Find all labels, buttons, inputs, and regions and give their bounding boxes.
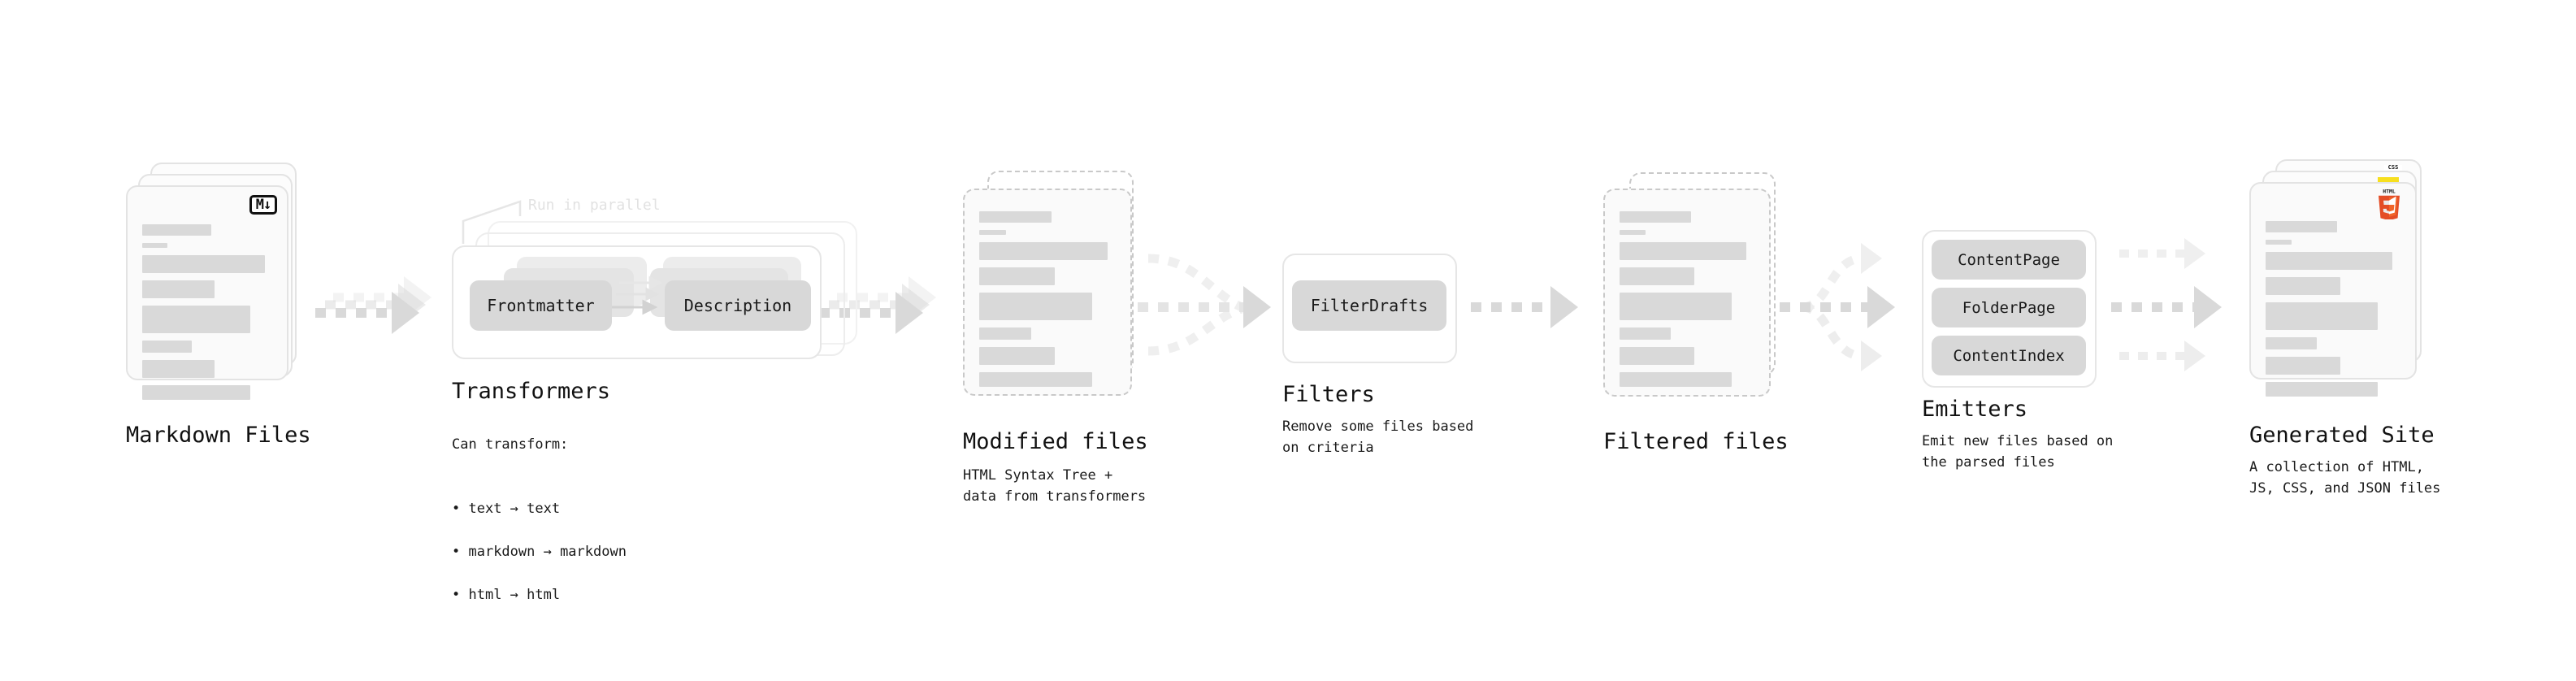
transformers-bullet: markdown → markdown — [452, 541, 626, 562]
svg-text:HTML: HTML — [2383, 189, 2396, 195]
doc-line — [1620, 211, 1692, 223]
connector-filters-to-filtered — [1471, 286, 1578, 328]
chip-folderpage[interactable]: FolderPage — [1932, 288, 2086, 327]
doc-line — [142, 243, 168, 248]
doc-line — [1620, 293, 1732, 320]
stage-title-filtered-files: Filtered files — [1603, 429, 1789, 454]
doc-line — [2266, 221, 2338, 232]
doc-line — [142, 360, 215, 378]
doc-line — [979, 293, 1093, 320]
stage-title-modified-files: Modified files — [963, 429, 1148, 454]
stage-title-generated-site: Generated Site — [2249, 423, 2435, 448]
doc-card-front: M↓ — [126, 185, 288, 400]
doc-line — [142, 280, 215, 298]
doc-line — [2266, 252, 2393, 270]
doc-content-lines — [979, 211, 1119, 394]
transformers-desc-heading: Can transform: — [452, 436, 569, 453]
connector-emitters-to-site — [2111, 238, 2222, 371]
doc-line — [1620, 230, 1646, 235]
doc-line — [979, 242, 1108, 260]
stage-title-emitters: Emitters — [1922, 397, 2028, 422]
stage-title-filters: Filters — [1282, 382, 1375, 407]
transformers-bullet: text → text — [452, 498, 627, 519]
doc-line — [142, 340, 192, 353]
doc-line — [2266, 277, 2340, 295]
doc-card-front: HTML — [2249, 182, 2417, 397]
doc-line — [1620, 347, 1694, 365]
doc-content-lines — [142, 224, 275, 407]
doc-line — [142, 224, 212, 236]
doc-line — [2266, 382, 2378, 397]
stage-title-markdown-files: Markdown Files — [126, 423, 311, 448]
doc-line — [142, 385, 250, 400]
doc-line — [142, 306, 250, 333]
stage-desc-modified-files: HTML Syntax Tree + data from transformer… — [963, 467, 1147, 505]
doc-line — [979, 211, 1052, 223]
doc-line — [2266, 302, 2378, 330]
stage-desc-filters: Remove some files based on criteria — [1282, 419, 1474, 457]
doc-line — [979, 347, 1055, 365]
connector-filtered-to-emitters — [1780, 243, 1895, 371]
doc-line — [979, 267, 1055, 285]
chip-contentpage[interactable]: ContentPage — [1932, 240, 2086, 280]
doc-line — [2266, 337, 2317, 349]
transformers-bullet: html → html — [452, 584, 627, 605]
stage-desc-generated-site: A collection of HTML, JS, CSS, and JSON … — [2249, 459, 2441, 497]
doc-line — [2266, 240, 2292, 245]
chip-description[interactable]: Description — [665, 280, 811, 331]
html5-icon: HTML — [2378, 189, 2400, 219]
doc-line — [979, 327, 1031, 340]
stage-title-transformers: Transformers — [452, 379, 611, 404]
connector-modified-to-filters — [1138, 254, 1271, 356]
run-in-parallel-label: Run in parallel — [528, 197, 661, 214]
doc-card-front — [963, 189, 1132, 396]
doc-line — [1620, 267, 1694, 285]
doc-line — [1620, 242, 1747, 260]
doc-line — [1620, 372, 1732, 387]
doc-line — [979, 372, 1093, 387]
doc-line — [2266, 357, 2340, 375]
doc-content-lines — [2266, 221, 2404, 404]
stage-desc-emitters: Emit new files based on the parsed files — [1922, 433, 2114, 471]
chip-frontmatter[interactable]: Frontmatter — [470, 280, 612, 331]
markdown-badge: M↓ — [249, 195, 277, 215]
doc-line — [142, 255, 265, 273]
chip-filterdrafts[interactable]: FilterDrafts — [1292, 280, 1446, 331]
doc-line — [1620, 327, 1671, 340]
doc-card-front — [1603, 189, 1771, 397]
stage-desc-transformers: Can transform: text → text markdown → ma… — [452, 413, 627, 648]
doc-content-lines — [1620, 211, 1758, 394]
chip-contentindex[interactable]: ContentIndex — [1932, 336, 2086, 375]
connector-markdown-to-transformers — [315, 276, 432, 334]
doc-line — [979, 230, 1006, 235]
transformers-bullet-list: text → text markdown → markdown html → h… — [452, 477, 627, 627]
